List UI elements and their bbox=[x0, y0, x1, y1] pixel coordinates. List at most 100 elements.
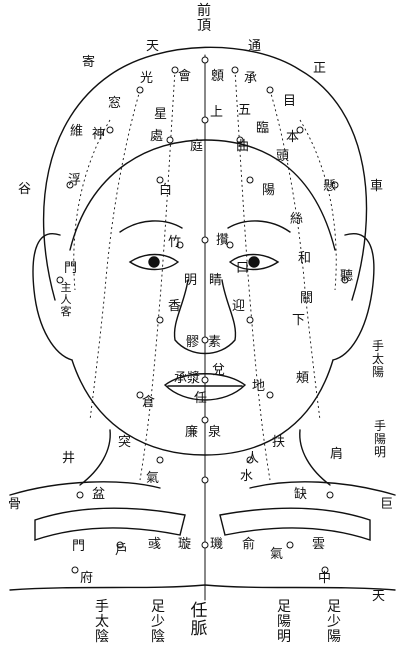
label-neck-ren: 人 bbox=[246, 452, 259, 466]
label-ear-right-ting: 聽 bbox=[340, 270, 353, 284]
label-face-cheng-jiang: 承漿 bbox=[174, 372, 200, 386]
label-neck-shui: 水 bbox=[240, 470, 253, 484]
point-marker bbox=[267, 392, 273, 398]
label-chest-fu: 府 bbox=[80, 572, 93, 586]
left-pupil bbox=[149, 257, 159, 267]
label-tou: 頭 bbox=[276, 150, 289, 164]
label-xing: 星 bbox=[154, 108, 167, 122]
point-marker bbox=[327, 492, 333, 498]
label-ear-right-che: 車 bbox=[370, 180, 383, 194]
point-marker bbox=[202, 117, 208, 123]
left-eyebrow bbox=[120, 221, 182, 232]
point-marker bbox=[107, 127, 113, 133]
label-lu: 窓 bbox=[108, 97, 121, 111]
label-chest-zhong: 中 bbox=[318, 572, 331, 586]
label-guang: 光 bbox=[140, 72, 153, 86]
label-face-xia: 下 bbox=[292, 314, 305, 328]
label-bottom-3: 任脈 bbox=[190, 602, 208, 638]
label-shoulder-jing: 井 bbox=[62, 452, 75, 466]
label-arc-far-left: 寄 bbox=[82, 56, 95, 70]
label-face-ming: 明 bbox=[184, 274, 197, 288]
label-face-cang: 倉 bbox=[142, 396, 155, 410]
label-chest-shu: 俞 bbox=[242, 538, 255, 552]
label-ben: 本 bbox=[286, 131, 299, 145]
label-chest-yu: 彧 bbox=[148, 538, 161, 552]
label-ear-left-gu: 谷 bbox=[18, 183, 31, 197]
label-face-tai: 兌 bbox=[212, 364, 225, 378]
point-marker bbox=[77, 492, 83, 498]
right-clavicle bbox=[220, 508, 370, 540]
point-marker bbox=[202, 57, 208, 63]
label-neck-tu: 突 bbox=[118, 436, 131, 450]
label-face-ying: 迎 bbox=[232, 300, 245, 314]
label-arc-left: 天 bbox=[146, 40, 159, 54]
label-chest-ji: 璣 bbox=[210, 538, 223, 552]
label-shang: 上 bbox=[210, 106, 223, 120]
label-neck-qi: 氣 bbox=[146, 472, 159, 486]
label-chest-yun: 雲 bbox=[312, 538, 325, 552]
label-face-kou: 口 bbox=[236, 262, 249, 276]
point-marker bbox=[287, 542, 293, 548]
label-lin: 臨 bbox=[256, 122, 269, 136]
label-bottom-2: 足少陰 bbox=[150, 600, 166, 645]
label-ear-left-men: 門 bbox=[64, 262, 77, 276]
label-top-center: 前頂 bbox=[196, 4, 212, 34]
label-face-guan: 關 bbox=[300, 292, 313, 306]
label-arc-far-right: 正 bbox=[313, 62, 326, 76]
point-marker bbox=[202, 477, 208, 483]
label-right-note-top: 手太陽 bbox=[370, 340, 386, 379]
label-wu: 五 bbox=[238, 104, 251, 118]
label-face-liao: 髎 bbox=[186, 336, 199, 350]
label-bai: 白 bbox=[159, 184, 172, 198]
label-e: 顖 bbox=[211, 70, 224, 84]
label-wei: 維 bbox=[70, 125, 83, 139]
label-ear-left-fu: 浮 bbox=[68, 174, 81, 188]
shoulder-line bbox=[10, 482, 395, 495]
label-ear-left-zhu: 主人客 bbox=[58, 282, 74, 318]
point-marker bbox=[72, 567, 78, 573]
right-pupil bbox=[249, 257, 259, 267]
point-marker bbox=[167, 137, 173, 143]
point-marker bbox=[247, 317, 253, 323]
point-marker bbox=[232, 67, 238, 73]
left-clavicle bbox=[35, 508, 185, 540]
point-marker bbox=[137, 87, 143, 93]
head-outline bbox=[10, 47, 395, 600]
label-bottom-5: 足少陽 bbox=[326, 600, 342, 645]
label-chest-tian: 天 bbox=[372, 590, 385, 604]
label-neck-que: 缺 bbox=[294, 488, 307, 502]
label-chu: 處 bbox=[150, 130, 163, 144]
label-right-note-mid: 手陽明 bbox=[372, 420, 388, 459]
label-face-quan: 泉 bbox=[208, 426, 221, 440]
label-chest-hu: 戶 bbox=[115, 544, 128, 558]
label-chest-xuan: 璇 bbox=[178, 538, 191, 552]
right-eyebrow bbox=[228, 221, 290, 232]
point-marker bbox=[157, 317, 163, 323]
neck-left bbox=[80, 430, 110, 485]
label-face-xiang: 香 bbox=[168, 300, 181, 314]
chest-base bbox=[10, 585, 395, 590]
label-face-su: 素 bbox=[208, 336, 221, 350]
label-face-zan: 攢 bbox=[216, 234, 229, 248]
label-face-ren: 任 bbox=[194, 392, 207, 406]
label-neck-pen: 盆 bbox=[92, 488, 105, 502]
label-she: 會 bbox=[178, 70, 191, 84]
label-face-zhu: 竹 bbox=[168, 236, 181, 250]
label-shoulder-gu: 骨 bbox=[8, 498, 21, 512]
point-marker bbox=[202, 417, 208, 423]
label-face-jia: 頰 bbox=[296, 372, 309, 386]
label-face-lian: 廉 bbox=[185, 426, 198, 440]
point-marker bbox=[267, 87, 273, 93]
label-face-si: 絲 bbox=[290, 213, 303, 227]
label-bottom-4: 足陽明 bbox=[276, 600, 292, 645]
label-qu: 曲 bbox=[236, 140, 249, 154]
neck-right bbox=[300, 430, 330, 485]
label-yang: 陽 bbox=[262, 184, 275, 198]
label-mu: 目 bbox=[283, 95, 296, 109]
label-chest-qi: 氣 bbox=[270, 548, 283, 562]
meridian-5 bbox=[74, 120, 110, 290]
hairline bbox=[70, 140, 335, 250]
label-shoulder-ju: 巨 bbox=[380, 498, 393, 512]
label-face-he: 和 bbox=[298, 252, 311, 266]
